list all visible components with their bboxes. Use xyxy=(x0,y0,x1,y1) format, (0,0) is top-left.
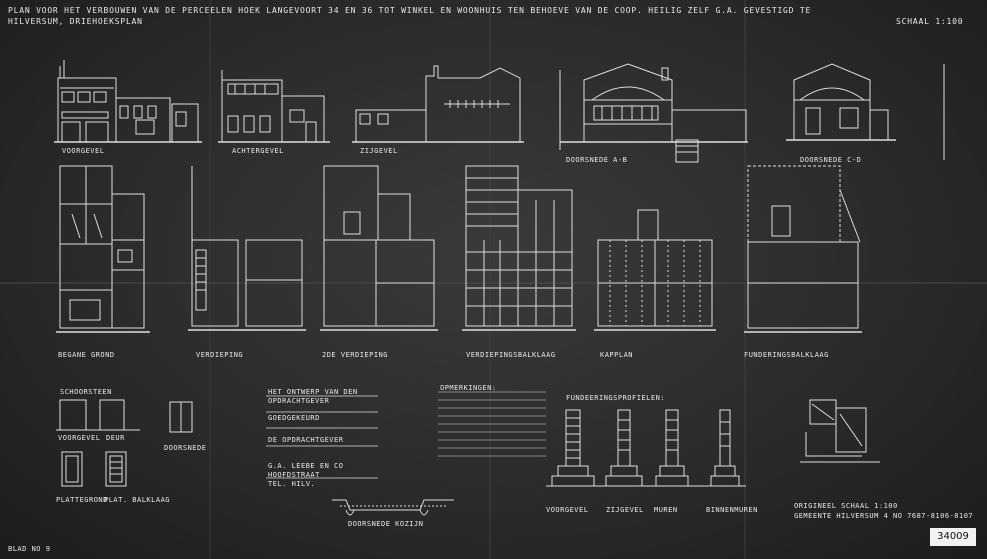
label-doorsnede-ab: DOORSNEDE A-B xyxy=(566,156,628,164)
foundation-label-1: VOORGEVEL xyxy=(546,506,589,514)
footer-company: ORIGINEEL SCHAAL 1:100 xyxy=(794,502,898,510)
legend-line-4: DE OPDRACHTGEVER xyxy=(268,436,344,444)
title-line-1: PLAN VOOR HET VERBOUWEN VAN DE PERCEELEN… xyxy=(8,6,812,15)
plan-2de-verdieping xyxy=(320,165,438,331)
foundation-label-4: BINNENMUREN xyxy=(706,506,758,514)
label-begane-grond: BEGANE GROND xyxy=(58,351,115,359)
label-funderingsbalklaag: FUNDERINGSBALKLAAG xyxy=(744,351,829,359)
title-scale: SCHAAL 1:100 xyxy=(896,17,964,26)
notes-header: OPMERKINGEN: xyxy=(440,384,497,392)
label-doorsnede-kozijn: DOORSNEDE KOZIJN xyxy=(348,520,424,528)
foundation-label-3: MUREN xyxy=(654,506,678,514)
section-ab xyxy=(559,63,748,163)
sheet-number: Blad No 9 xyxy=(8,545,51,553)
legend-box-lines xyxy=(266,395,378,479)
legend-line-2: OPDRACHTGEVER xyxy=(268,397,330,405)
legend-line-6: HOOFDSTRAAT xyxy=(268,471,320,479)
label-verdieping: VERDIEPING xyxy=(196,351,244,359)
plan-kapplan xyxy=(594,209,716,331)
detail-kozijn xyxy=(332,499,454,516)
label-achtergevel: ACHTERGEVEL xyxy=(232,147,284,155)
label-detail-voorgevel: VOORGEVEL xyxy=(58,434,101,442)
section-cd xyxy=(786,63,945,160)
foundation-title: FUNDEERINGSPROFIELEN: xyxy=(566,394,666,402)
label-verdiepingsbalklaag: VERDIEPINGSBALKLAAG xyxy=(466,351,556,359)
elevation-zijgevel xyxy=(352,65,524,143)
label-schoorsteen: SCHOORSTEEN xyxy=(60,388,112,396)
plan-funderingsbalklaag xyxy=(744,165,862,333)
label-voorgevel: VOORGEVEL xyxy=(62,147,105,155)
title-line-2: HILVERSUM, DRIEHOEKSPLAN xyxy=(8,17,143,26)
label-detail-doorsnede: DOORSNEDE xyxy=(164,444,207,452)
detail-funderingsprofielen xyxy=(546,409,746,487)
legend-line-7: TEL. HILV. xyxy=(268,480,316,488)
foundation-label-2: ZIJGEVEL xyxy=(606,506,644,514)
situation-plan xyxy=(800,399,880,463)
elevation-achtergevel xyxy=(218,70,330,143)
label-2de-verdieping: 2DE VERDIEPING xyxy=(322,351,389,359)
plan-verdieping xyxy=(188,166,306,331)
label-doorsnede-cd: DOORSNEDE C-D xyxy=(800,156,862,164)
elevation-voorgevel xyxy=(54,60,202,143)
label-detail-deur: DEUR xyxy=(106,434,125,442)
label-kapplan: KAPPLAN xyxy=(600,351,634,359)
label-zijgevel: ZIJGEVEL xyxy=(360,147,398,155)
plan-verdiepingsbalklaag xyxy=(462,165,576,331)
archive-stamp: 34009 xyxy=(930,528,976,546)
footer-reference: GEMEENTE HILVERSUM 4 No 7687-8106-8107 xyxy=(794,512,974,520)
label-detail-plafond: PLAT. BALKLAAG xyxy=(104,496,171,504)
detail-schoorsteen xyxy=(56,399,193,487)
legend-line-3: GOEDGEKEURD xyxy=(268,414,320,422)
legend-line-1: HET ONTWERP VAN DEN xyxy=(268,388,358,396)
notes-box-lines xyxy=(438,391,546,457)
legend-line-5: G.A. LEEBE EN CO xyxy=(268,462,344,470)
label-detail-plattegrond: PLATTEGROND xyxy=(56,496,108,504)
plan-begane-grond xyxy=(56,165,150,333)
